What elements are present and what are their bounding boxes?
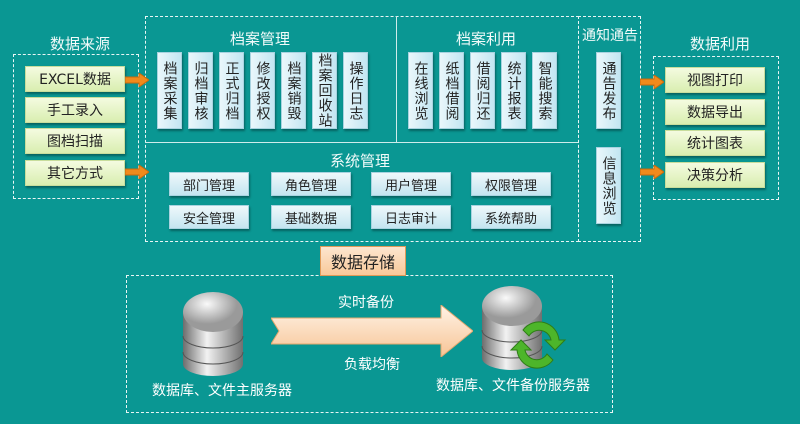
archive-mgmt-group: 档案采集归档审核正式归档修改授权档案销毁档案回收站操作日志 <box>157 52 368 129</box>
sync-bottom-label: 负载均衡 <box>344 357 400 373</box>
archive-mgmt-item[interactable]: 归档审核 <box>188 52 213 129</box>
archive-use-item[interactable]: 统计报表 <box>501 52 526 129</box>
system-item[interactable]: 基础数据 <box>271 205 351 229</box>
arrow-right-icon <box>125 165 149 179</box>
arrow-right-icon <box>640 75 664 89</box>
archive-mgmt-title: 档案管理 <box>229 30 290 48</box>
system-item[interactable]: 角色管理 <box>271 172 351 196</box>
source-item[interactable]: 图档扫描 <box>25 128 125 154</box>
notice-title: 通知通告 <box>582 28 638 44</box>
divider <box>396 16 397 142</box>
archive-use-item[interactable]: 智能搜索 <box>532 52 557 129</box>
system-item[interactable]: 日志审计 <box>371 205 451 229</box>
sync-refresh-icon <box>509 321 567 369</box>
sources-box <box>13 54 139 199</box>
storage-title: 数据存储 <box>320 246 406 276</box>
primary-server-label: 数据库、文件主服务器 <box>152 383 292 399</box>
system-title: 系统管理 <box>329 152 390 170</box>
system-item[interactable]: 用户管理 <box>371 172 451 196</box>
source-item[interactable]: 手工录入 <box>25 97 125 123</box>
archive-mgmt-item[interactable]: 档案采集 <box>157 52 182 129</box>
database-icon <box>182 292 244 376</box>
database-icon <box>481 286 543 370</box>
data-use-box <box>653 56 779 200</box>
data-use-item[interactable]: 决策分析 <box>665 162 765 188</box>
sync-top-label: 实时备份 <box>338 295 394 311</box>
archive-use-title: 档案利用 <box>455 30 516 48</box>
notice-item[interactable]: 信息浏览 <box>596 147 621 224</box>
sources-title: 数据来源 <box>49 35 110 53</box>
divider <box>145 142 579 143</box>
arrow-right-icon <box>125 73 149 87</box>
archive-mgmt-item[interactable]: 修改授权 <box>250 52 275 129</box>
data-use-item[interactable]: 统计图表 <box>665 130 765 156</box>
system-item[interactable]: 部门管理 <box>169 172 249 196</box>
data-use-item[interactable]: 视图打印 <box>665 67 765 93</box>
notice-item[interactable]: 通告发布 <box>596 52 621 129</box>
source-item[interactable]: 其它方式 <box>25 160 125 186</box>
source-item[interactable]: EXCEL数据 <box>25 66 125 92</box>
archive-mgmt-item[interactable]: 操作日志 <box>343 52 368 129</box>
archive-use-group: 在线浏览纸档借阅借阅归还统计报表智能搜索 <box>408 52 557 129</box>
system-item[interactable]: 安全管理 <box>169 205 249 229</box>
archive-mgmt-item[interactable]: 正式归档 <box>219 52 244 129</box>
system-item[interactable]: 权限管理 <box>471 172 551 196</box>
archive-use-item[interactable]: 在线浏览 <box>408 52 433 129</box>
archive-mgmt-item[interactable]: 档案销毁 <box>281 52 306 129</box>
data-use-item[interactable]: 数据导出 <box>665 99 765 125</box>
arrow-right-icon <box>640 165 664 179</box>
backup-server-label: 数据库、文件备份服务器 <box>436 378 590 394</box>
data-use-title: 数据利用 <box>689 35 750 53</box>
backup-arrow <box>271 305 473 357</box>
archive-use-item[interactable]: 纸档借阅 <box>439 52 464 129</box>
system-item[interactable]: 系统帮助 <box>471 205 551 229</box>
notice-box <box>578 16 641 242</box>
archive-mgmt-item[interactable]: 档案回收站 <box>312 52 337 129</box>
archive-use-item[interactable]: 借阅归还 <box>470 52 495 129</box>
